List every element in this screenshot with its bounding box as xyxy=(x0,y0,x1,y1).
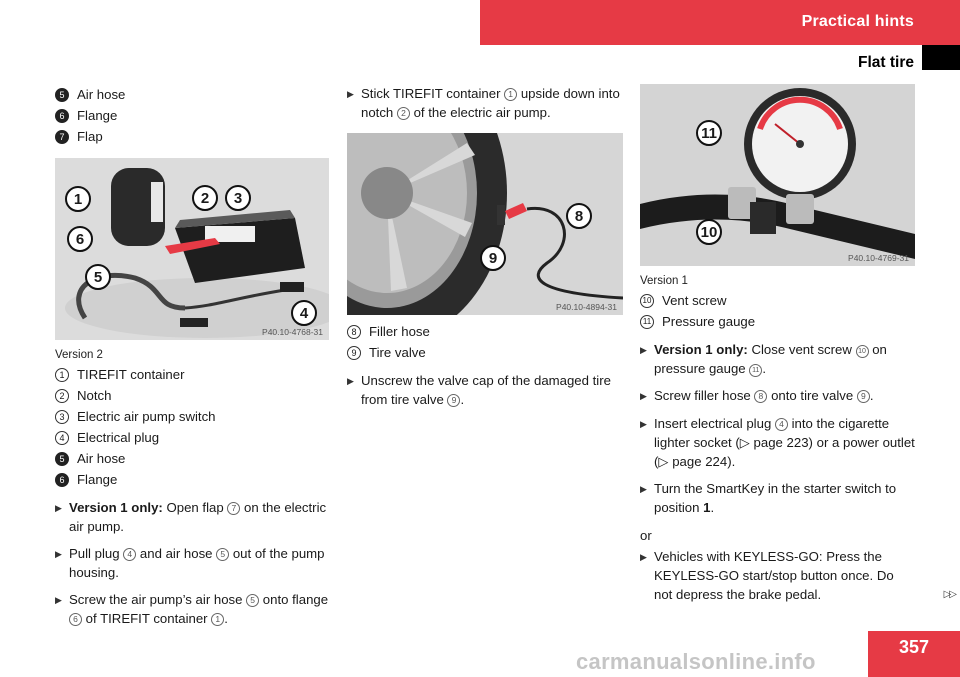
tirefit-kit-illustration xyxy=(55,158,329,340)
figure-code: P40.10-4769-31 xyxy=(848,253,909,263)
legend-label: Flap xyxy=(77,129,103,144)
instruction-step: ▶ Unscrew the valve cap of the damaged t… xyxy=(347,373,611,407)
section-tab-marker xyxy=(922,45,960,70)
instruction-step: ▶ Version 1 only: Close vent screw 10 on… xyxy=(640,342,887,377)
callout-3: 3 xyxy=(225,185,251,211)
instruction-steps: ▶ Version 1 only: Open flap 7 on the ele… xyxy=(55,498,330,628)
step-arrow-icon: ▶ xyxy=(640,419,647,429)
page-subtitle: Flat tire xyxy=(858,54,914,71)
legend-label: Flange xyxy=(77,108,118,123)
instruction-steps: ▶ Version 1 only: Close vent screw 10 on… xyxy=(640,340,915,517)
tirefit-kit-figure: 1 2 3 6 5 4 P40.10-4768-31 xyxy=(55,158,329,340)
legend-item: 11 Pressure gauge xyxy=(640,311,915,332)
continue-arrow-icon: ▷▷ xyxy=(943,589,957,600)
legend-item: 2 Notch xyxy=(55,385,330,406)
figure-code: P40.10-4894-31 xyxy=(556,302,617,312)
instruction-step: ▶ Screw filler hose 8 onto tire valve 9. xyxy=(640,386,915,406)
legend-item: 9 Tire valve xyxy=(347,342,624,363)
callout-5: 5 xyxy=(85,264,111,290)
legend-label: TIREFIT container xyxy=(77,367,185,382)
watermark: carmanualsonline.info xyxy=(576,649,816,674)
legend-label: Pressure gauge xyxy=(662,314,756,329)
step-arrow-icon: ▶ xyxy=(55,503,62,513)
step-arrow-icon: ▶ xyxy=(55,549,62,559)
step-arrow-icon: ▶ xyxy=(640,552,647,562)
legend-label: Vent screw xyxy=(662,293,727,308)
step-arrow-icon: ▶ xyxy=(640,484,647,494)
instruction-step: ▶ Screw the air pump’s air hose 5 onto f… xyxy=(55,592,329,626)
step-arrow-icon: ▶ xyxy=(640,391,647,401)
section-title: Practical hints xyxy=(801,13,914,30)
legend-list-top: 5 Air hose 6 Flange 7 Flap xyxy=(55,84,330,147)
item-number: 2 xyxy=(55,388,69,403)
item-number: 6 xyxy=(55,472,69,487)
callout-11: 11 xyxy=(696,120,722,146)
legend-label: Air hose xyxy=(77,451,126,466)
item-number: 6 xyxy=(55,108,69,123)
instruction-step: ▶ Version 1 only: Open flap 7 on the ele… xyxy=(55,500,327,534)
instruction-step: ▶ Stick TIREFIT container 1 upside down … xyxy=(347,86,620,120)
version-label: Version 2 xyxy=(55,349,103,361)
tire-valve-illustration xyxy=(347,133,623,315)
legend-item: 10 Vent screw xyxy=(640,290,915,311)
instruction-step: ▶ Insert electrical plug 4 into the ciga… xyxy=(640,416,915,469)
page-number: 357 xyxy=(868,631,960,677)
or-separator: or xyxy=(640,528,652,543)
legend-item: 6 Flange xyxy=(55,469,330,490)
callout-1: 1 xyxy=(65,186,91,212)
legend-label: Electric air pump switch xyxy=(77,409,216,424)
callout-2: 2 xyxy=(192,185,218,211)
pressure-gauge-illustration xyxy=(640,84,915,266)
item-number: 11 xyxy=(640,314,654,329)
callout-8: 8 xyxy=(566,203,592,229)
item-number: 9 xyxy=(347,345,361,360)
item-number: 3 xyxy=(55,409,69,424)
figure-code: P40.10-4768-31 xyxy=(262,327,323,337)
legend-item: 5 Air hose xyxy=(55,84,330,105)
legend-label: Air hose xyxy=(77,87,126,102)
item-number: 8 xyxy=(347,324,361,339)
tire-valve-figure: 8 9 P40.10-4894-31 xyxy=(347,133,623,315)
item-number: 7 xyxy=(55,129,69,144)
legend-label: Electrical plug xyxy=(77,430,160,445)
legend-item: 1 TIREFIT container xyxy=(55,364,330,385)
legend-item: 6 Flange xyxy=(55,105,330,126)
item-number: 1 xyxy=(55,367,69,382)
step-arrow-icon: ▶ xyxy=(347,89,354,99)
legend-label: Flange xyxy=(77,472,118,487)
legend-list: 8 Filler hose 9 Tire valve xyxy=(347,321,624,363)
section-header: Practical hints xyxy=(480,0,960,45)
instruction-step: ▶ Vehicles with KEYLESS-GO: Press the KE… xyxy=(640,549,894,602)
callout-6: 6 xyxy=(67,226,93,252)
column-middle: ▶ Stick TIREFIT container 1 upside down … xyxy=(347,84,624,409)
step-arrow-icon: ▶ xyxy=(640,345,647,355)
legend-label: Tire valve xyxy=(369,345,426,360)
item-number: 10 xyxy=(640,293,654,308)
instruction-step: ▶ Turn the SmartKey in the starter switc… xyxy=(640,481,897,515)
callout-9: 9 xyxy=(480,245,506,271)
step-arrow-icon: ▶ xyxy=(347,376,354,386)
step-arrow-icon: ▶ xyxy=(55,595,62,605)
legend-label: Notch xyxy=(77,388,112,403)
callout-4: 4 xyxy=(291,300,317,326)
instruction-step: ▶ Pull plug 4 and air hose 5 out of the … xyxy=(55,546,325,580)
version-label: Version 1 xyxy=(640,275,688,287)
legend-item: 7 Flap xyxy=(55,126,330,147)
legend-label: Filler hose xyxy=(369,324,430,339)
legend-item: 5 Air hose xyxy=(55,448,330,469)
legend-list: 1 TIREFIT container 2 Notch 3 Electric air … xyxy=(55,364,330,490)
legend-list: 10 Vent screw 11 Pressure gauge xyxy=(640,290,915,332)
item-number: 5 xyxy=(55,87,69,102)
legend-item: 4 Electrical plug xyxy=(55,427,330,448)
legend-item: 8 Filler hose xyxy=(347,321,624,342)
item-number: 4 xyxy=(55,430,69,445)
pressure-gauge-figure: 11 10 P40.10-4769-31 xyxy=(640,84,915,266)
item-number: 5 xyxy=(55,451,69,466)
callout-10: 10 xyxy=(696,219,722,245)
legend-item: 3 Electric air pump switch xyxy=(55,406,330,427)
